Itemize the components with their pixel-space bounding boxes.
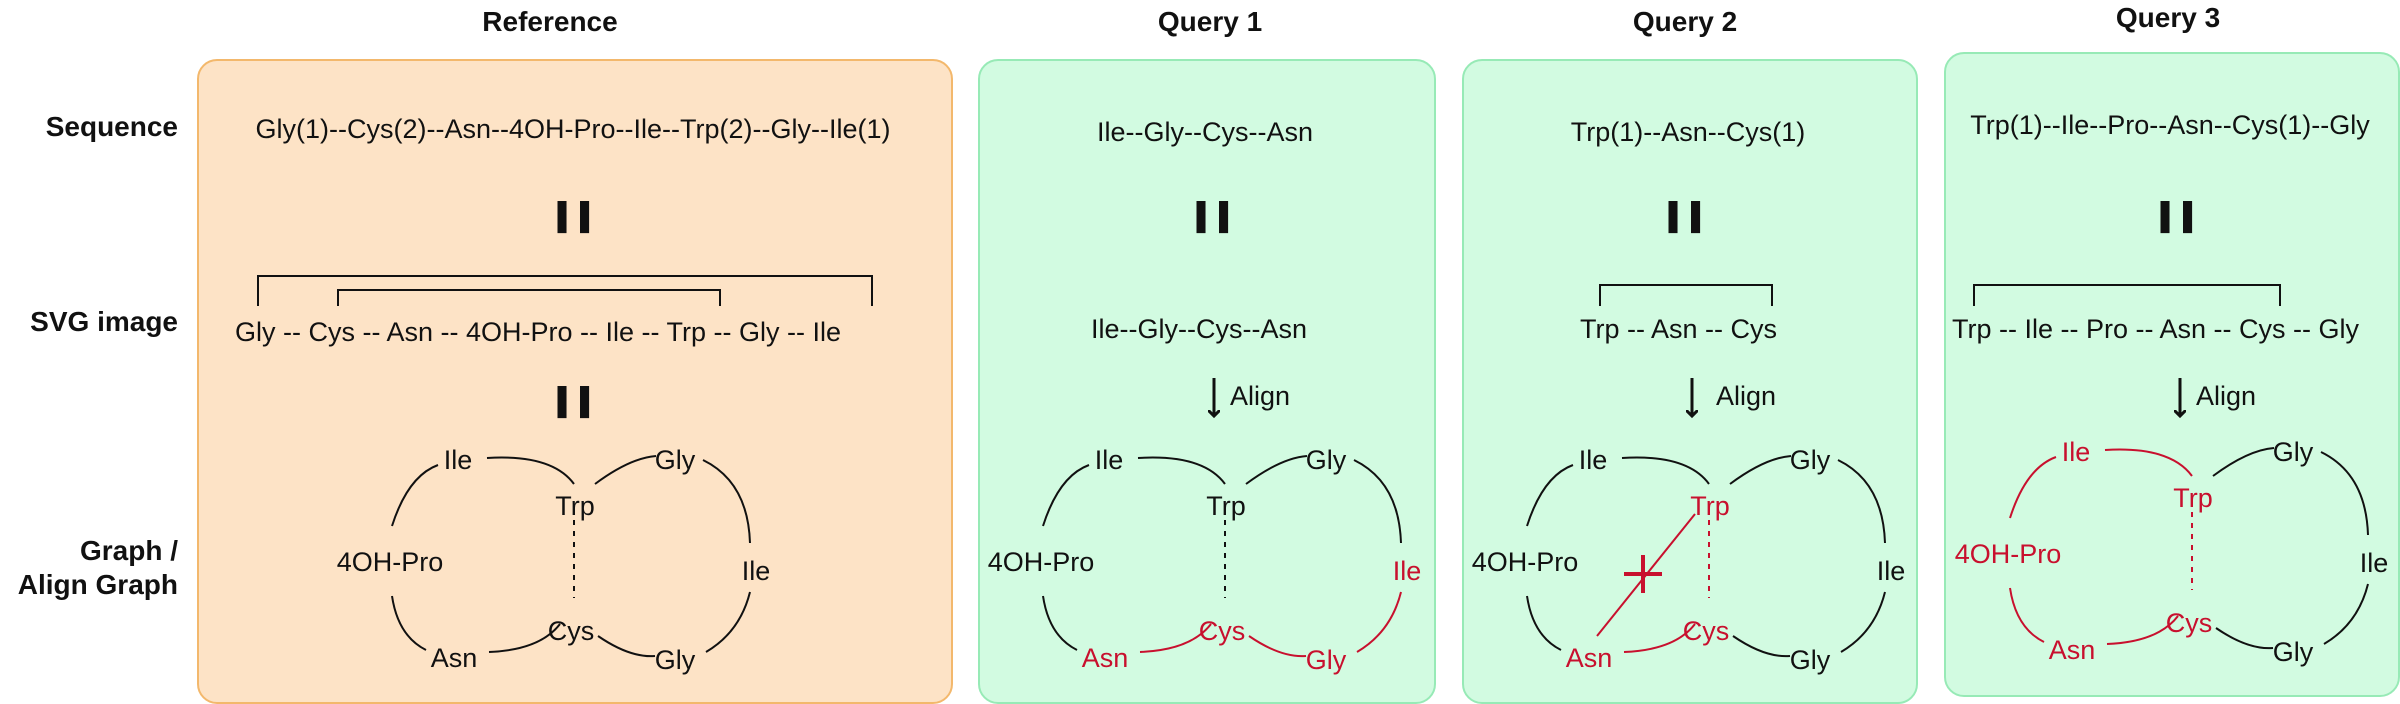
graph-node-ile-right: Ile	[1393, 556, 1422, 586]
row-label-sequence: Sequence	[45, 111, 178, 142]
graph-node-asn: Asn	[1082, 643, 1129, 673]
graph-node-gly-top: Gly	[655, 445, 696, 475]
graph-edge	[1137, 456, 1226, 485]
graph-edge	[1840, 591, 1886, 653]
graph-node-ile-right: Ile	[1877, 556, 1906, 586]
graph-node-gly-top: Gly	[1306, 445, 1347, 475]
query-1-panel	[978, 59, 1436, 704]
graph-node-trp: Trp	[1690, 491, 1730, 521]
graph-edge	[1526, 595, 1562, 651]
graph-edge	[391, 595, 427, 651]
graph-node-ile-top: Ile	[1095, 445, 1124, 475]
graph-node-ile-top: Ile	[2062, 437, 2091, 467]
query-2-svg-chain: Trp -- Asn -- Cys	[1580, 314, 1778, 344]
graph-node-asn: Asn	[431, 643, 478, 673]
header-query-3: Query 3	[2115, 2, 2221, 33]
graph-node-gly-top: Gly	[2273, 437, 2314, 467]
graph-node-pro: 4OH-Pro	[988, 547, 1095, 577]
graph-node-cys: Cys	[548, 616, 595, 646]
graph-node-cys: Cys	[1683, 616, 1730, 646]
graph-edge	[2320, 451, 2369, 536]
query-3-svg-chain: Trp -- Ile -- Pro -- Asn -- Cys -- Gly	[1952, 314, 2359, 344]
graph-edge	[1139, 623, 1212, 653]
row-label-graph-line2: Align Graph	[17, 569, 178, 600]
query-2-panel	[1462, 59, 1918, 704]
graph-node-pro: 4OH-Pro	[337, 547, 444, 577]
graph-edge	[597, 635, 656, 658]
align-label: Align	[1716, 381, 1777, 411]
graph-node-trp: Trp	[1206, 491, 1246, 521]
graph-edge	[1042, 595, 1078, 651]
graph-node-pro: 4OH-Pro	[1472, 547, 1579, 577]
graph-node-cys: Cys	[2166, 608, 2213, 638]
graph-node-gly-bottom: Gly	[1306, 645, 1347, 675]
graph-edge	[702, 459, 751, 544]
query-3-panel	[1944, 52, 2400, 697]
query-3-sequence: Trp(1)--Ile--Pro--Asn--Cys(1)--Gly	[1970, 110, 2370, 140]
graph-edge	[1729, 455, 1792, 485]
graph-edge	[1526, 464, 1574, 527]
graph-node-asn: Asn	[1566, 643, 1613, 673]
graph-node-cys: Cys	[1199, 616, 1246, 646]
graph-edge	[1245, 455, 1308, 485]
graph-edge	[2009, 587, 2045, 643]
graph-edge	[1732, 635, 1791, 658]
graph-node-gly-bottom: Gly	[2273, 637, 2314, 667]
reference-svg-chain: Gly -- Cys -- Asn -- 4OH-Pro -- Ile -- T…	[235, 317, 841, 347]
graph-node-trp: Trp	[555, 491, 595, 521]
graph-edge	[1353, 459, 1402, 544]
graph-node-gly-bottom: Gly	[1790, 645, 1831, 675]
header-query-2: Query 2	[1632, 6, 1738, 37]
graph-edge	[2104, 448, 2193, 477]
align-label: Align	[1230, 381, 1291, 411]
graph-node-ile-top: Ile	[444, 445, 473, 475]
reference-inner-bracket	[337, 289, 721, 306]
graph-node-gly-top: Gly	[1790, 445, 1831, 475]
reference-panel	[197, 59, 953, 704]
row-label-graph-line1: Graph /	[79, 535, 178, 566]
query-1-sequence: Ile--Gly--Cys--Asn	[1097, 117, 1313, 147]
graph-node-ile-right: Ile	[742, 556, 771, 586]
graph-edge	[2009, 456, 2057, 519]
graph-edge	[391, 464, 439, 527]
graph-edge	[2323, 583, 2369, 645]
graph-node-pro: 4OH-Pro	[1955, 539, 2062, 569]
graph-edge	[488, 623, 561, 653]
header-query-1: Query 1	[1157, 6, 1263, 37]
graph-edge	[1042, 464, 1090, 527]
graph-edge	[1623, 623, 1696, 653]
graph-node-asn: Asn	[2049, 635, 2096, 665]
graph-edge	[1356, 591, 1402, 653]
row-label-svg-image: SVG image	[30, 306, 178, 337]
reference-sequence: Gly(1)--Cys(2)--Asn--4OH-Pro--Ile--Trp(2…	[255, 114, 891, 144]
graph-node-trp: Trp	[2173, 483, 2213, 513]
query-1-svg-chain: Ile--Gly--Cys--Asn	[1091, 314, 1307, 344]
graph-edge	[1621, 456, 1710, 485]
query-2-sequence: Trp(1)--Asn--Cys(1)	[1570, 117, 1806, 147]
graph-edge	[1837, 459, 1886, 544]
graph-edge	[594, 455, 657, 485]
query-3-bracket	[1973, 284, 2281, 306]
query-2-bracket	[1599, 284, 1773, 306]
reference-outer-bracket	[257, 275, 873, 306]
graph-edge	[705, 591, 751, 653]
graph-edge	[486, 456, 575, 485]
row-label-graph: Graph / Align Graph	[0, 534, 178, 602]
graph-node-gly-bottom: Gly	[655, 645, 696, 675]
graph-edge	[1248, 635, 1307, 658]
graph-node-ile-right: Ile	[2360, 548, 2389, 578]
graph-edge	[2106, 615, 2179, 645]
header-reference: Reference	[482, 6, 618, 37]
graph-edge	[2212, 447, 2275, 477]
graph-node-ile-top: Ile	[1579, 445, 1608, 475]
graph-edge	[2215, 627, 2274, 650]
align-label: Align	[2196, 381, 2257, 411]
